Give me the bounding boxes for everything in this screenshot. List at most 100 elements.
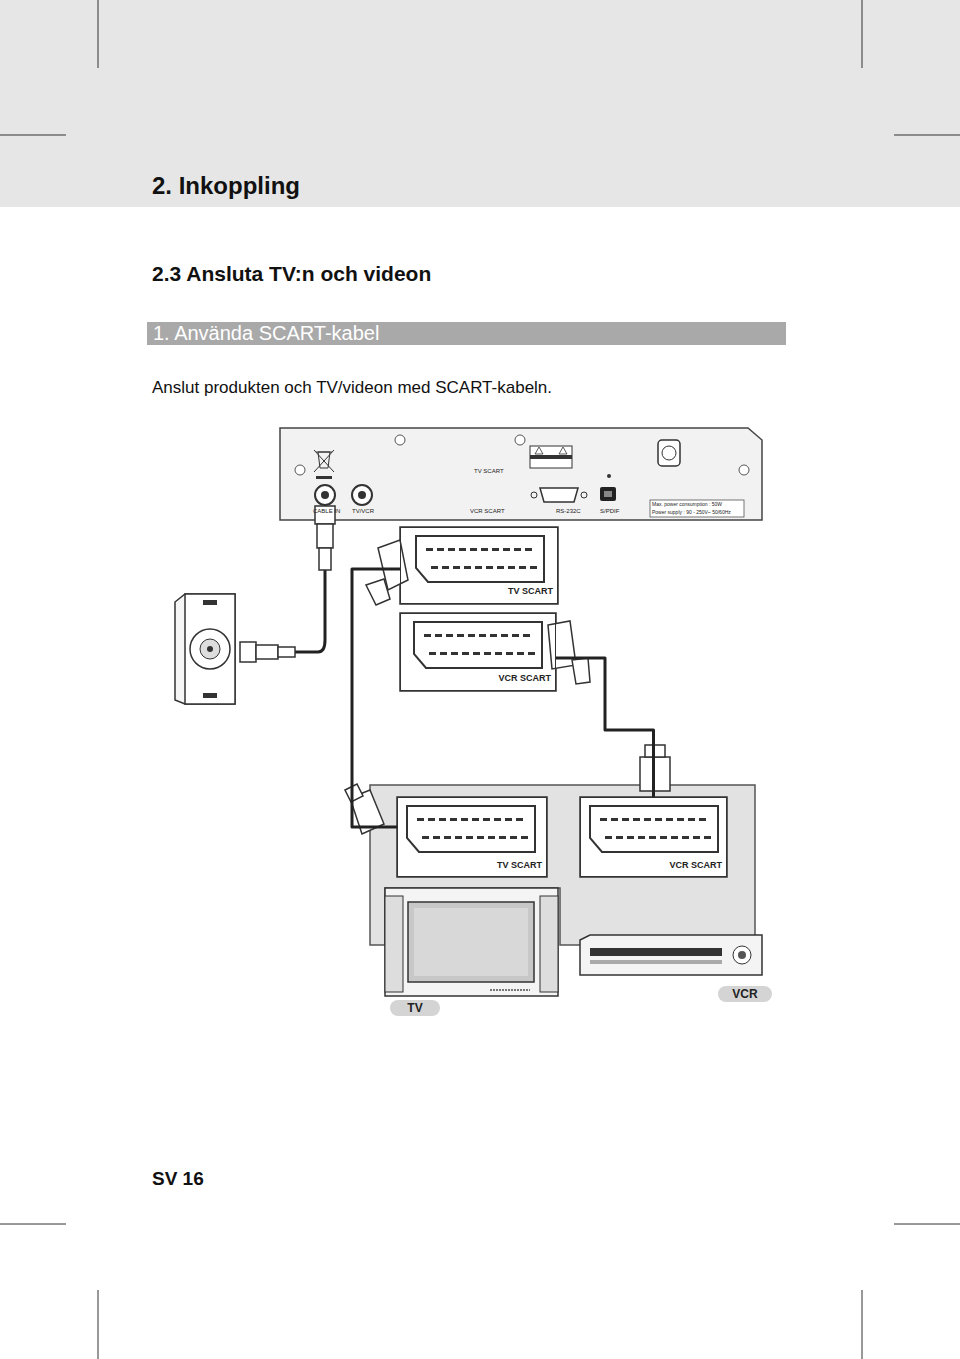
- scart-plugs: [345, 540, 670, 834]
- device-badge: TV: [390, 1000, 440, 1016]
- scart-pin: [492, 548, 499, 551]
- scart-cable: [352, 569, 400, 827]
- scart-pin: [417, 818, 424, 821]
- scart-pin: [450, 818, 457, 821]
- connector-box-grounds: [397, 527, 727, 877]
- scart-pin: [600, 818, 607, 821]
- scart-pin: [462, 652, 469, 655]
- scart-box: VCR SCART: [400, 613, 556, 691]
- node-text: VCR SCART: [498, 673, 551, 683]
- scart-pin: [472, 818, 479, 821]
- node-text: TV/VCR: [352, 508, 374, 514]
- scart-pin: [439, 818, 446, 821]
- scart-cable: [556, 658, 654, 797]
- scart-pin: [699, 818, 706, 821]
- scart-outline: [590, 806, 718, 852]
- scart-pin: [437, 548, 444, 551]
- scart-pin: [660, 836, 667, 839]
- page-title: 2.3 Ansluta TV:n och videon: [152, 262, 431, 286]
- scart-pin: [605, 836, 612, 839]
- scart-pin: [468, 634, 475, 637]
- scart-pin: [666, 818, 673, 821]
- scart-pin: [428, 818, 435, 821]
- node-text: VCR SCART: [470, 508, 505, 514]
- scart-pin: [528, 652, 535, 655]
- scart-pin: [523, 634, 530, 637]
- scart-box: TV SCART: [397, 797, 547, 877]
- scart-pin: [611, 818, 618, 821]
- node-text: 2. Inkoppling: [152, 172, 300, 200]
- scart-pin: [499, 836, 506, 839]
- node-text: Max. power consumption : 50W: [652, 501, 722, 507]
- scart-pin: [495, 652, 502, 655]
- node-text: S/PDIF: [600, 508, 619, 514]
- scart-pin: [616, 836, 623, 839]
- scart-pin: [682, 836, 689, 839]
- scart-pin: [521, 836, 528, 839]
- scart-pin: [464, 566, 471, 569]
- scart-pin: [490, 634, 497, 637]
- scart-pin: [424, 634, 431, 637]
- scart-pin: [644, 818, 651, 821]
- scart-pin: [494, 818, 501, 821]
- scart-pin: [627, 836, 634, 839]
- scart-pin: [505, 818, 512, 821]
- scart-pin: [442, 566, 449, 569]
- scart-pin: [655, 818, 662, 821]
- scart-pin: [530, 566, 537, 569]
- wall-outlet: [175, 594, 235, 704]
- node-text: VCR: [718, 986, 772, 1002]
- scart-pin: [688, 818, 695, 821]
- scart-box: VCR SCART: [580, 797, 727, 877]
- scart-pin: [519, 566, 526, 569]
- scart-pin: [431, 566, 438, 569]
- scart-pin: [435, 634, 442, 637]
- scart-outline: [416, 536, 544, 582]
- node-text: RS-232C: [556, 508, 581, 514]
- scart-pin: [433, 836, 440, 839]
- scart-outline: [414, 622, 542, 668]
- scart-pin: [525, 548, 532, 551]
- node-text: TV SCART: [508, 586, 553, 596]
- scart-pin: [440, 652, 447, 655]
- scart-pin: [455, 836, 462, 839]
- scart-pin: [488, 836, 495, 839]
- scart-pin: [461, 818, 468, 821]
- header-band: 2. Inkoppling: [0, 0, 960, 207]
- scart-pin: [508, 566, 515, 569]
- scart-pin: [475, 566, 482, 569]
- scart-pin: [459, 548, 466, 551]
- scart-pin: [470, 548, 477, 551]
- scart-pin: [484, 652, 491, 655]
- receiver-panel: [280, 428, 762, 520]
- scart-pin: [677, 818, 684, 821]
- scart-box: TV SCART: [400, 527, 558, 604]
- scart-pin: [457, 634, 464, 637]
- scart-pin: [512, 634, 519, 637]
- receiver-panel: TV SCARTCABLE INTV/VCRVCR SCARTRS-232CS/…: [280, 428, 762, 520]
- node-text: TV: [390, 1000, 440, 1016]
- scart-pin: [633, 818, 640, 821]
- node-text: 1. Använda SCART-kabel: [153, 322, 379, 345]
- scart-pin: [497, 566, 504, 569]
- device-badge: VCR: [718, 986, 772, 1002]
- scart-pin: [479, 634, 486, 637]
- node-text: TV SCART: [497, 860, 542, 870]
- scart-pin: [514, 548, 521, 551]
- scart-pin: [453, 566, 460, 569]
- node-text: VCR SCART: [669, 860, 722, 870]
- scart-pin: [448, 548, 455, 551]
- scart-outline: [407, 806, 535, 852]
- scart-pin: [510, 836, 517, 839]
- scart-pin: [516, 818, 523, 821]
- scart-pin: [517, 652, 524, 655]
- scart-pin: [486, 566, 493, 569]
- scart-pin: [422, 836, 429, 839]
- scart-pin: [503, 548, 510, 551]
- scart-pin: [466, 836, 473, 839]
- page-number: SV 16: [152, 1168, 204, 1190]
- scart-pin: [429, 652, 436, 655]
- header-ground: [0, 0, 960, 207]
